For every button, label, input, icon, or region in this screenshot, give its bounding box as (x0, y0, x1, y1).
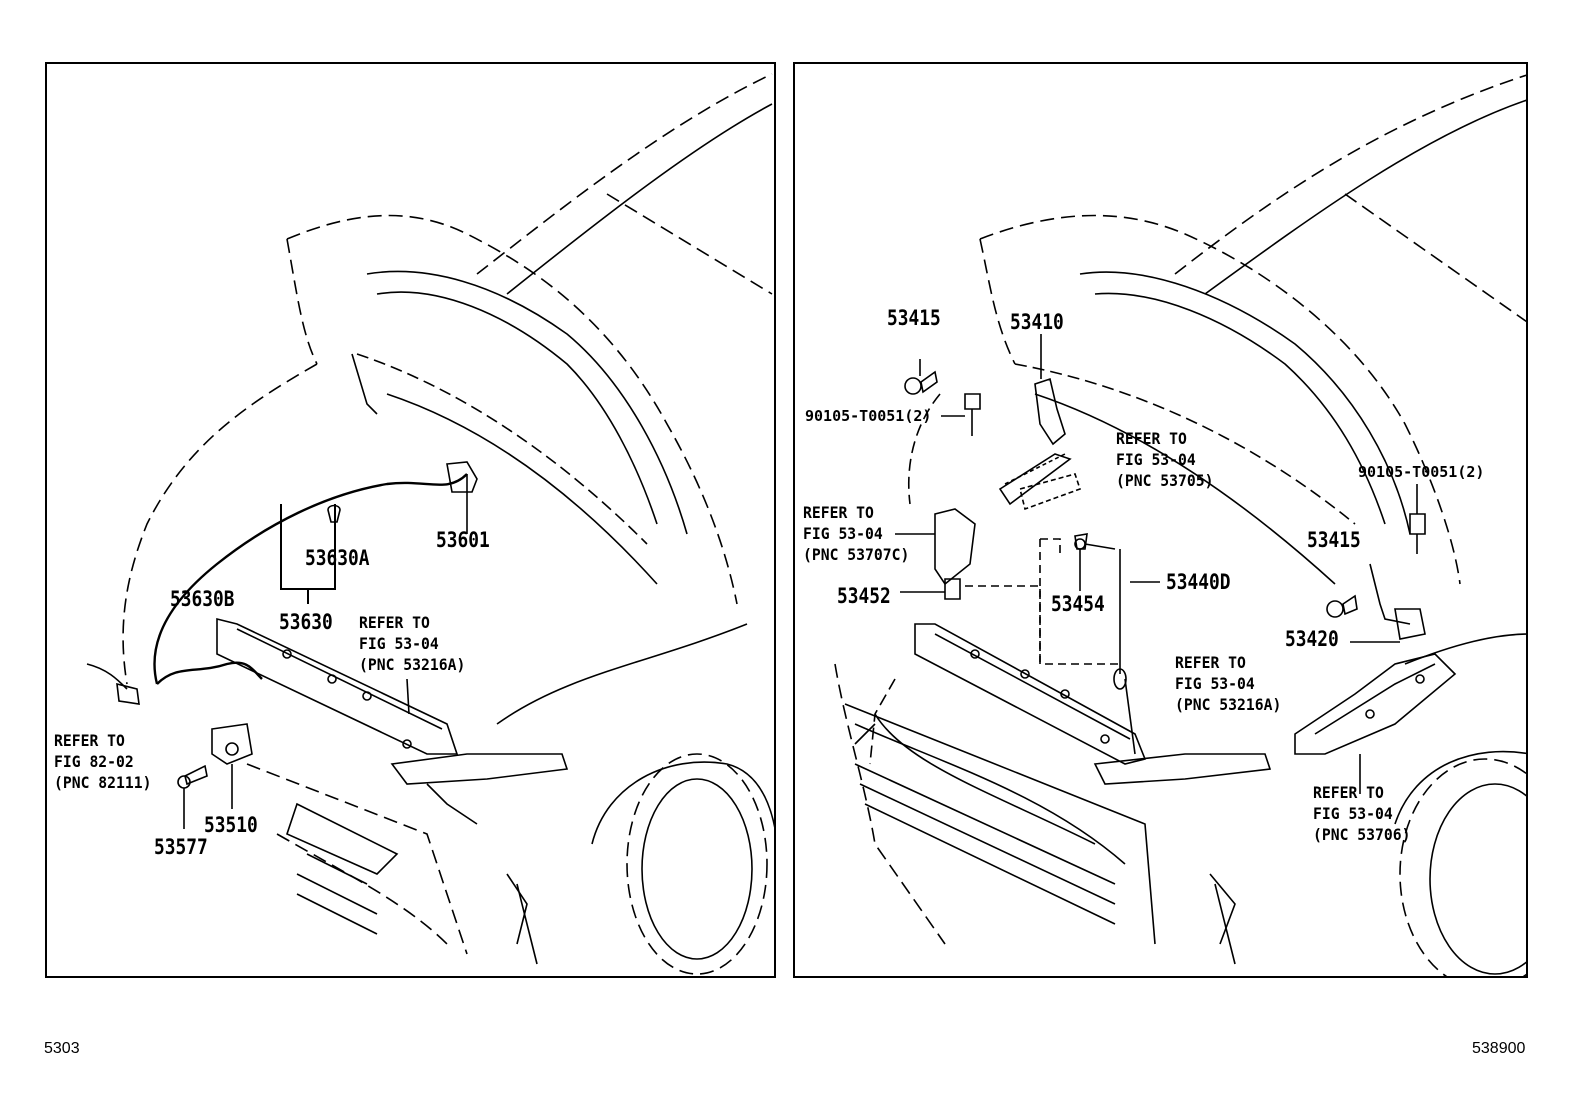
left-diagram-panel: 53601 53630A 53630 53630B 53510 53577 RE… (45, 62, 776, 978)
part-number-53415-right[interactable]: 53415 (1307, 528, 1361, 552)
refer-to-note-82111[interactable]: REFER TO FIG 82-02 (PNC 82111) (54, 731, 152, 792)
figure-code-left: 5303 (44, 1040, 80, 1057)
part-number-90105-T0051-right[interactable]: 90105-T0051(2) (1358, 463, 1485, 481)
refer-to-note-53216A[interactable]: REFER TO FIG 53-04 (PNC 53216A) (1175, 653, 1282, 714)
part-number-53601[interactable]: 53601 (436, 528, 490, 552)
hood-lock-illustration (86, 73, 774, 975)
part-number-53420[interactable]: 53420 (1285, 627, 1339, 651)
part-number-53510[interactable]: 53510 (204, 813, 258, 837)
part-number-53577[interactable]: 53577 (154, 835, 208, 859)
refer-to-note-53706[interactable]: REFER TO FIG 53-04 (PNC 53706) (1313, 783, 1411, 844)
part-number-90105-T0051-left[interactable]: 90105-T0051(2) (805, 407, 932, 425)
refer-to-note-53216A[interactable]: REFER TO FIG 53-04 (PNC 53216A) (359, 613, 466, 674)
part-number-53630[interactable]: 53630 (279, 610, 333, 634)
right-diagram-panel: 53415 53410 90105-T0051(2) 90105-T0051(2… (793, 62, 1528, 978)
part-number-53454[interactable]: 53454 (1051, 592, 1105, 616)
part-number-53630A[interactable]: 53630A (305, 546, 370, 570)
hood-hinge-illustration (834, 74, 1526, 976)
part-number-53410[interactable]: 53410 (1010, 310, 1064, 334)
part-number-53440D[interactable]: 53440D (1166, 570, 1231, 594)
part-number-53630B[interactable]: 53630B (170, 587, 235, 611)
figure-code-right: 538900 (1472, 1040, 1526, 1057)
part-number-53452[interactable]: 53452 (837, 584, 891, 608)
refer-to-note-53705[interactable]: REFER TO FIG 53-04 (PNC 53705) (1116, 429, 1214, 490)
part-number-53415-top[interactable]: 53415 (887, 306, 941, 330)
refer-to-note-53707C[interactable]: REFER TO FIG 53-04 (PNC 53707C) (803, 503, 910, 564)
